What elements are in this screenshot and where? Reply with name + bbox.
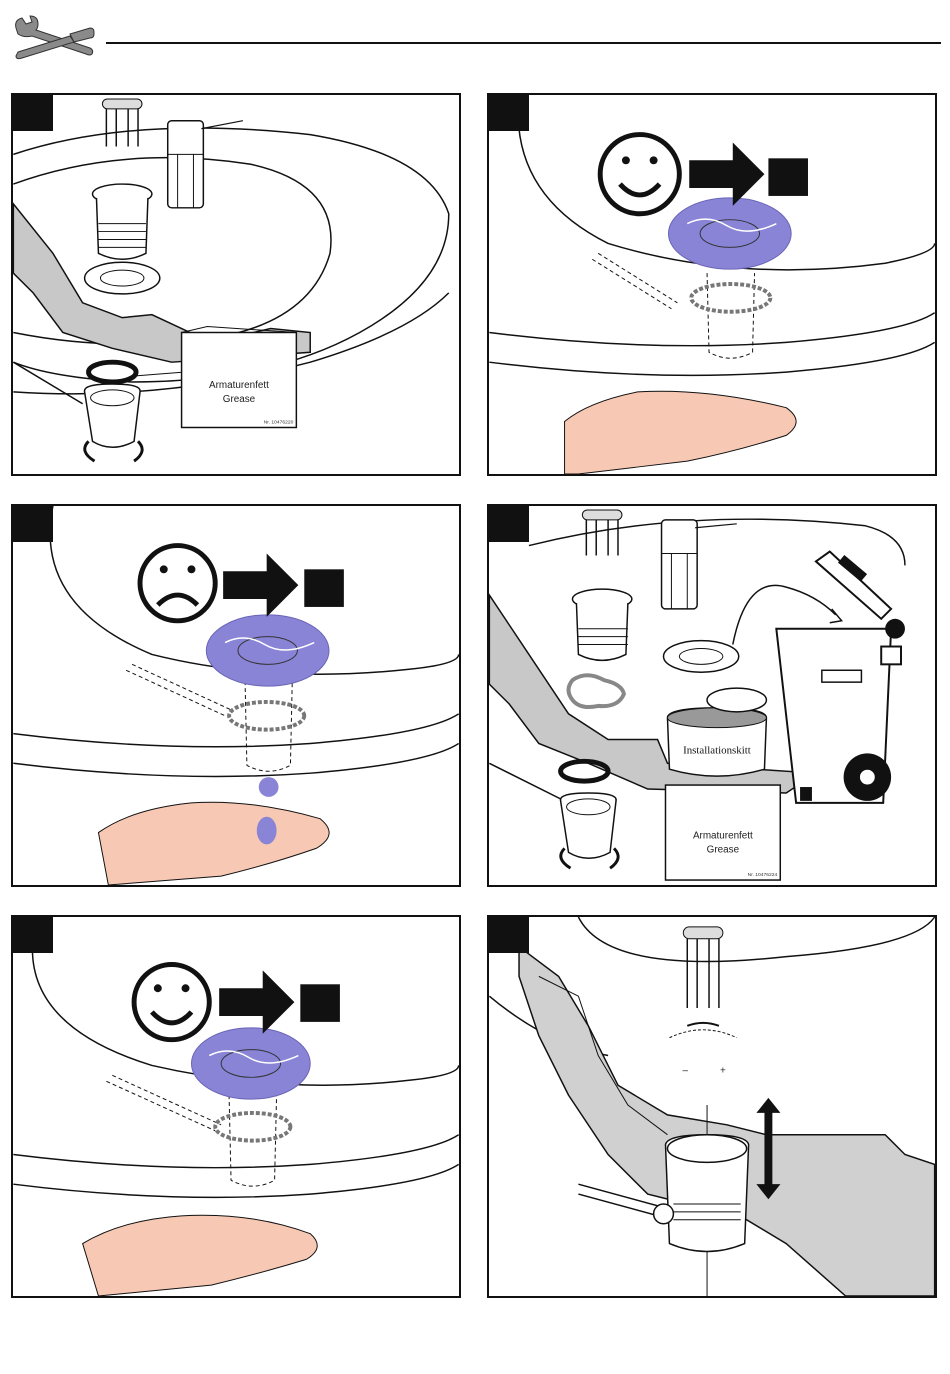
panel-3-illustration [13,506,459,885]
panel-5-illustration [13,917,459,1296]
grease-code: Nr. 10476224 [748,872,778,878]
step-panel-1: Armaturenfett Grease Nr. 10476220 [11,93,461,476]
step-number-box [489,95,529,131]
panel-6-illustration: – + [489,917,935,1296]
adjust-minus-label: – [683,1065,689,1076]
step-number-box [13,917,53,953]
step-number-box [489,917,529,953]
smiley-sad-icon [140,546,215,621]
smiley-happy-icon [600,135,679,214]
putty-label: Installationskitt [683,744,751,756]
panel-1-illustration: Armaturenfett Grease Nr. 10476220 [13,95,459,474]
grease-label-line1: Armaturenfett [209,380,269,391]
arrow-right-icon [223,553,298,616]
step-panel-5 [11,915,461,1298]
arrow-right-icon [689,142,764,205]
target-step-box [768,158,808,196]
arrow-right-icon [219,970,294,1033]
wrench-screwdriver-icon [10,8,96,68]
header-rule [106,42,941,44]
grease-code: Nr. 10476220 [264,420,294,426]
target-step-box [304,569,344,607]
adjust-plus-label: + [720,1065,726,1076]
step-panel-2 [487,93,937,476]
smiley-happy-icon [134,964,209,1039]
panel-4-illustration: Installationskitt Armaturenfett Grease N… [489,506,935,885]
step-number-box [489,506,529,542]
step-number-box [13,95,53,131]
step-number-box [13,506,53,542]
step-panel-3 [11,504,461,887]
grease-label-line1: Armaturenfett [693,830,753,841]
step-panel-4: Installationskitt Armaturenfett Grease N… [487,504,937,887]
step-panel-6: – + [487,915,937,1298]
grease-label-line2: Grease [223,394,256,405]
target-step-box [300,984,340,1022]
panel-2-illustration [489,95,935,474]
grease-label-line2: Grease [707,844,740,855]
